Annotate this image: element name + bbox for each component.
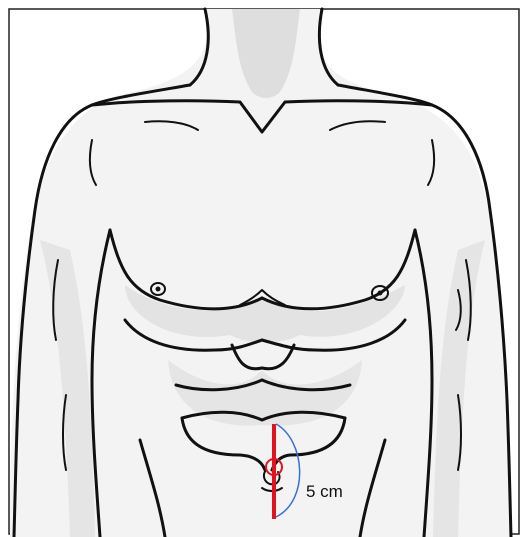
measurement-label: 5 cm bbox=[306, 482, 343, 501]
